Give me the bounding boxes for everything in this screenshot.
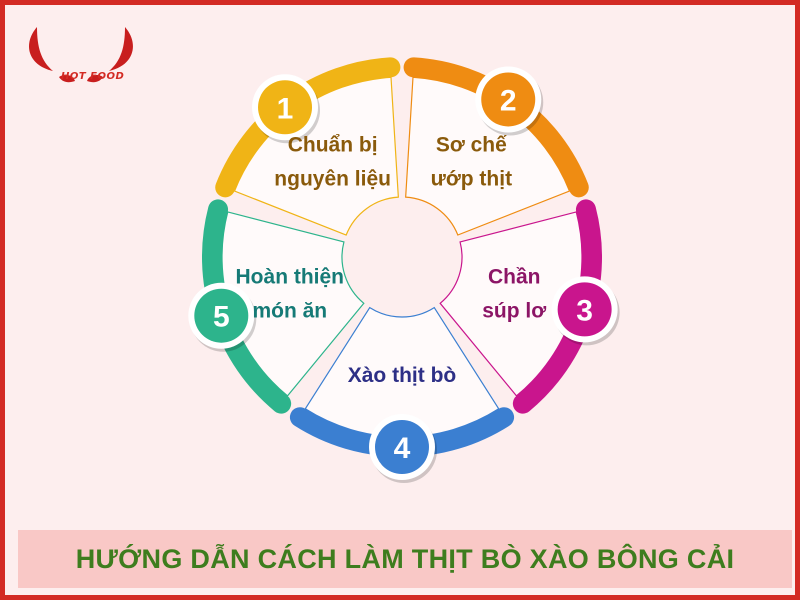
step-1-badge: 1: [252, 74, 321, 144]
step-4-wedge: [304, 306, 500, 438]
step-2-wedge: [405, 76, 571, 236]
step-4-label: Xào thịt bò: [348, 364, 457, 387]
step-2-badge: 2: [475, 66, 544, 136]
step-3-wedge: [439, 211, 583, 397]
step-3-number: 3: [576, 294, 593, 327]
step-2-number: 2: [500, 84, 517, 117]
title-banner: HƯỚNG DẪN CÁCH LÀM THỊT BÒ XÀO BÔNG CẢI: [18, 530, 792, 588]
step-4-badge: 4: [369, 414, 437, 483]
step-5-wedge: [221, 211, 365, 397]
step-3-label: Chần: [488, 265, 541, 288]
step-5-label: món ăn: [252, 299, 327, 322]
process-diagram: 1 2 3 4 5 Chuẩn bị nguyên liệu Sơ chế ướp thịtC…: [188, 57, 620, 483]
banner-title: HƯỚNG DẪN CÁCH LÀM THỊT BÒ XÀO BÔNG CẢI: [75, 543, 735, 574]
step-5-number: 5: [213, 301, 230, 334]
step-1-wedge: [233, 76, 399, 236]
step-1-number: 1: [277, 92, 294, 125]
step-1-label: nguyên liệu: [274, 168, 391, 191]
step-2-label: Sơ chế: [436, 134, 507, 157]
step-1-label: Chuẩn bị: [288, 134, 378, 157]
step-5-label: Hoàn thiện: [236, 265, 345, 288]
logo-text: HOT FOOD: [61, 71, 125, 82]
step-4-number: 4: [394, 432, 411, 465]
step-2-label: ướp thịt: [431, 168, 512, 191]
step-3-label: súp lơ: [482, 299, 546, 322]
step-5-badge: 5: [188, 282, 257, 352]
step-3-badge: 3: [551, 276, 620, 346]
hotfood-logo: HOT FOOD: [19, 21, 143, 87]
bull-horns-icon: [29, 27, 133, 83]
